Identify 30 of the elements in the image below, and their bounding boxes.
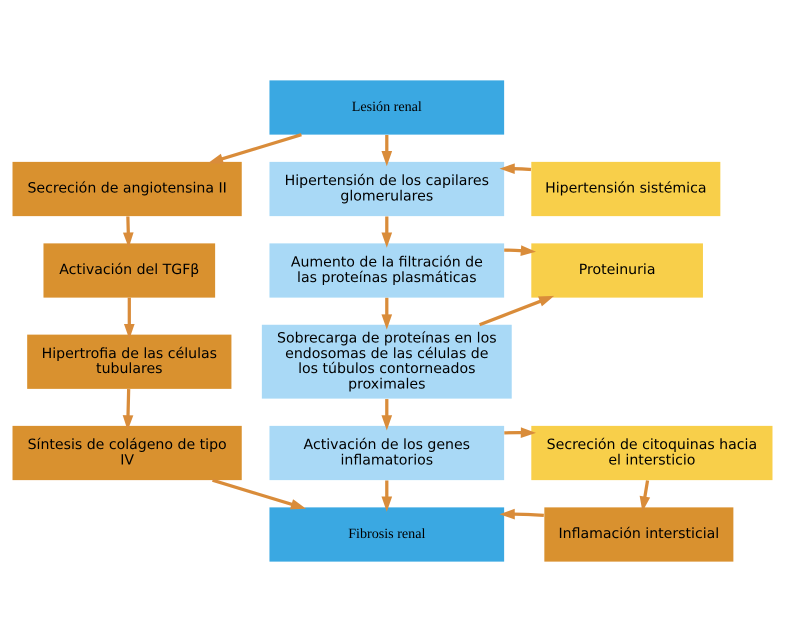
- arrow: [478, 295, 554, 326]
- arrow: [124, 297, 135, 339]
- node-box: Aumento de la filtración de las proteínas plasmáticas: [269, 242, 504, 298]
- arrow: [381, 216, 392, 248]
- arrow: [640, 480, 650, 512]
- arrow: [504, 244, 536, 256]
- arrow: [381, 297, 392, 330]
- node-box: Lesión renal: [269, 80, 504, 134]
- arrow: [212, 478, 306, 509]
- arrow: [381, 480, 392, 512]
- arrow: [500, 162, 532, 174]
- node-box: Inflamación intersticial: [544, 506, 734, 562]
- node-box: Proteinuria: [531, 242, 703, 298]
- arrow: [122, 216, 134, 248]
- node-box: Fibrosis renal: [269, 506, 504, 562]
- node-box: Hipertensión de los capilares glomerulares: [269, 161, 504, 216]
- node-box: Secreción de citoquinas hacia el intersticio: [531, 425, 772, 480]
- arrow: [381, 134, 392, 166]
- arrow: [504, 426, 536, 438]
- node-box: Hipertrofia de las células tubulares: [27, 334, 232, 388]
- node-box: Activación del TGFβ: [43, 242, 216, 298]
- node-box: Secreción de angiotensina II: [12, 161, 242, 216]
- node-box: Hipertensión sistémica: [531, 161, 720, 216]
- arrow: [500, 508, 544, 519]
- node-box: Sobrecarga de proteínas en los endosomas de las células de los túbulos contorneados proximales: [262, 324, 512, 398]
- node-box: Activación de los genes inflamatorios: [269, 425, 504, 480]
- arrow: [381, 398, 392, 430]
- arrow: [208, 132, 302, 164]
- node-box: Síntesis de colágeno de tipo IV: [12, 425, 242, 480]
- arrow: [122, 388, 134, 430]
